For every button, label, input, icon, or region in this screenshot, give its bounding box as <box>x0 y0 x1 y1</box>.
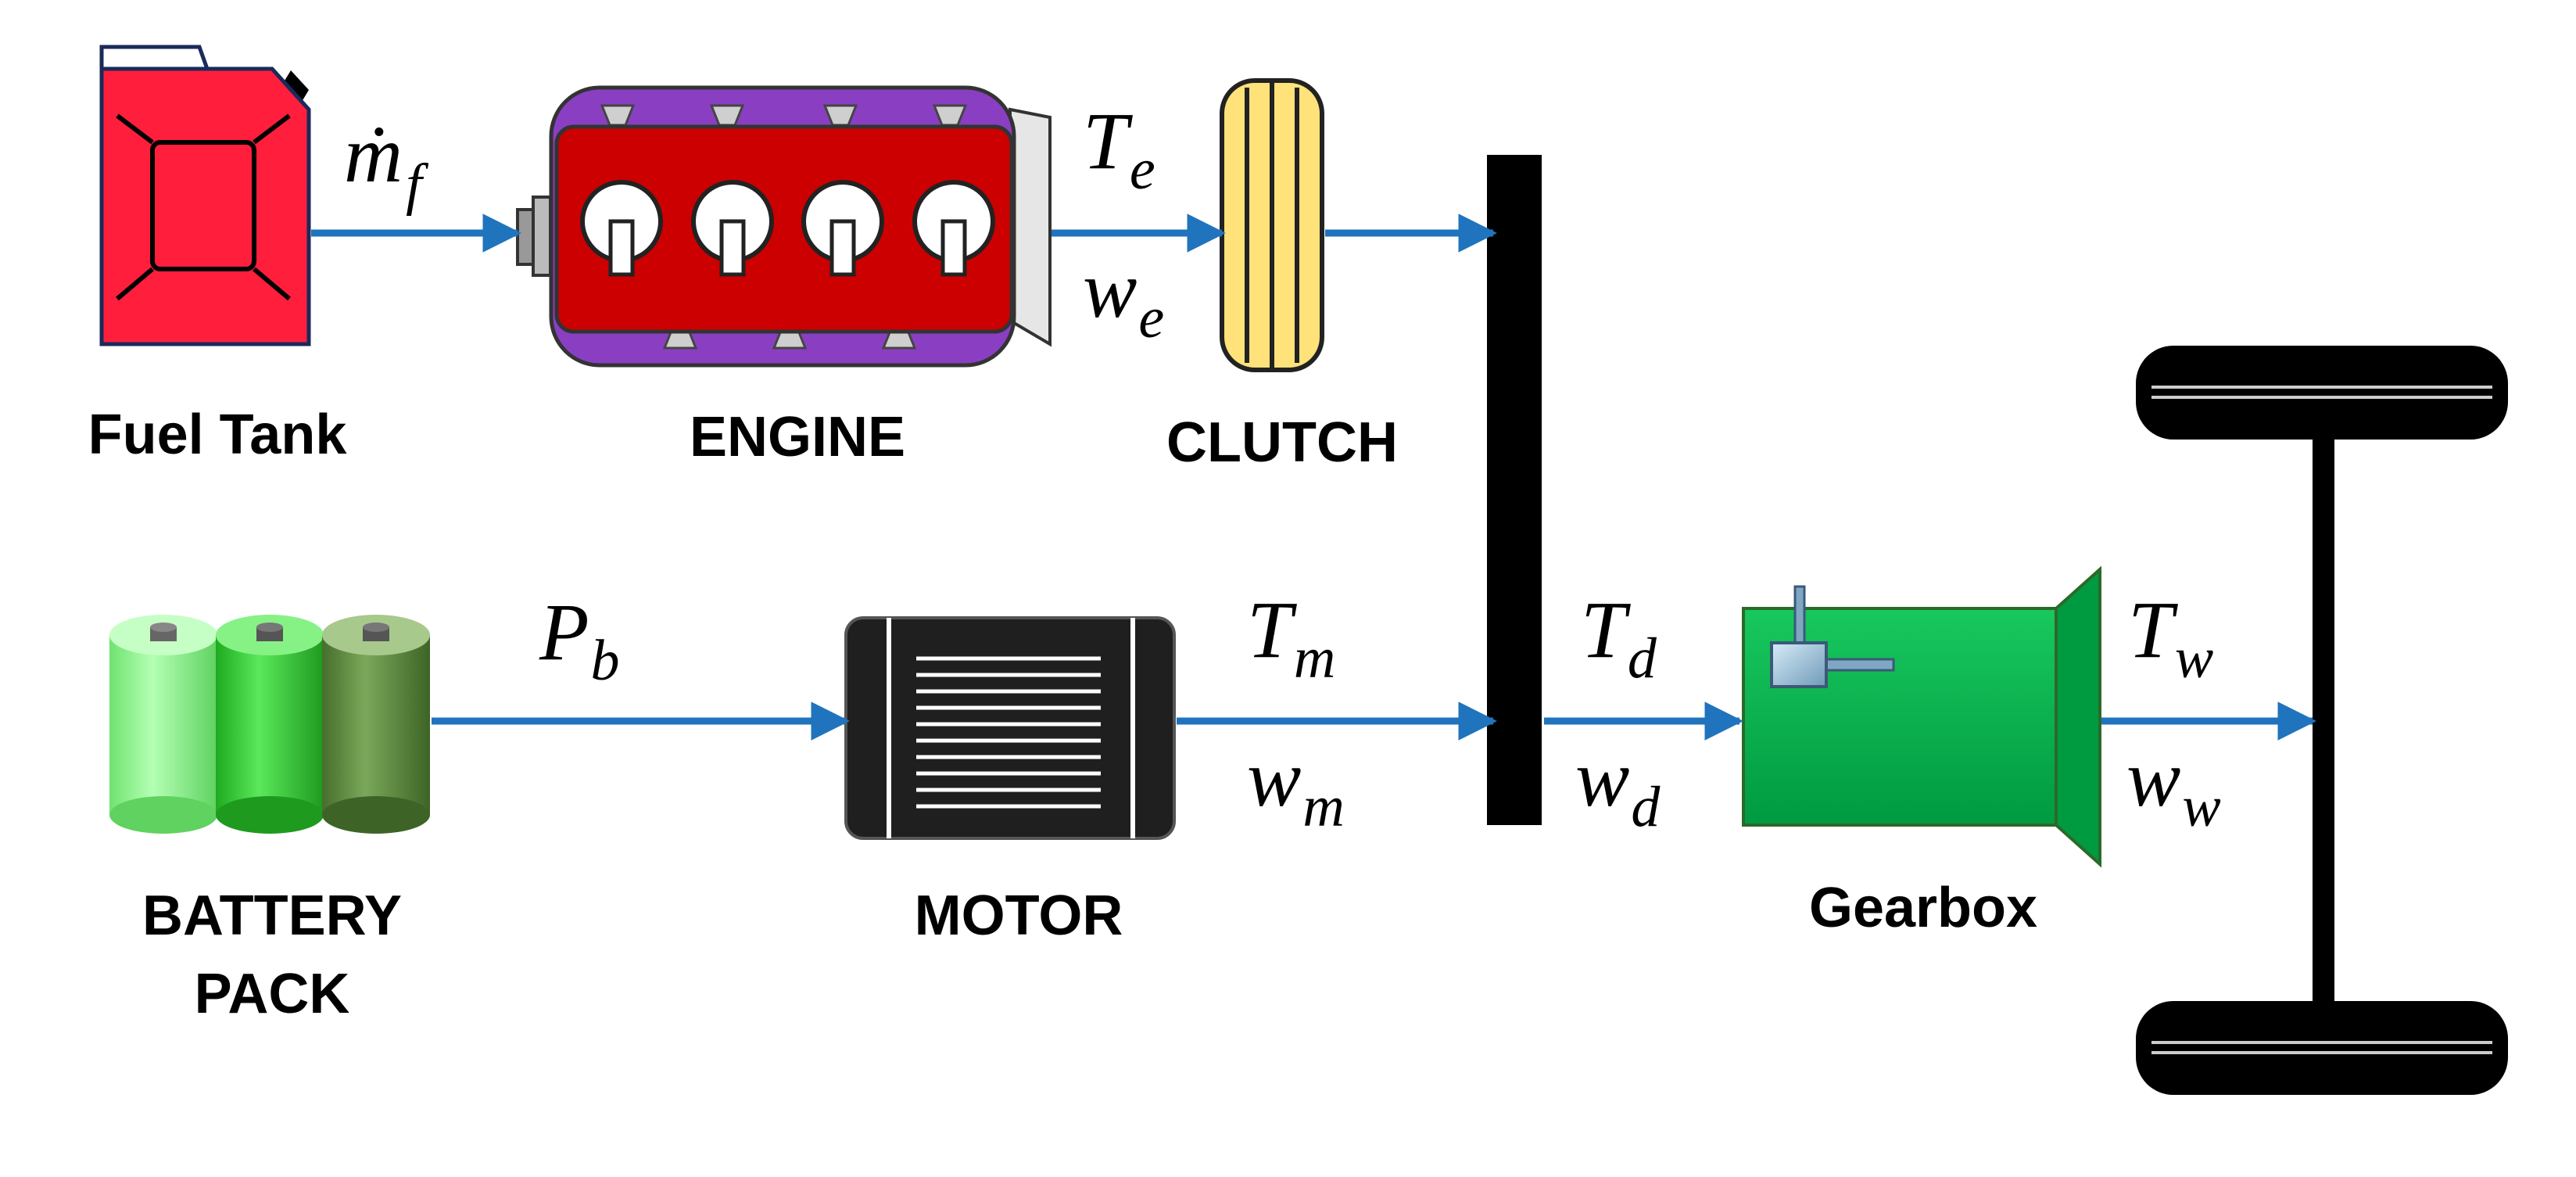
cylinder <box>580 180 663 277</box>
wheel-speed-label: ww <box>2126 734 2221 839</box>
coupling-shaft <box>1487 155 1542 825</box>
battery-power-label: Pb <box>539 587 620 693</box>
fuel-tank-label: Fuel Tank <box>88 404 348 466</box>
cylinder <box>801 180 884 277</box>
engine-torque-label: Te <box>1083 96 1155 202</box>
battery-cell <box>322 615 430 834</box>
battery-cell <box>109 615 217 834</box>
cylinder <box>691 180 774 277</box>
gearbox-icon <box>1742 565 2101 868</box>
battery-label-line1: BATTERY <box>142 885 402 947</box>
battery-pack-icon <box>109 615 430 834</box>
motor-torque-label: Tm <box>1247 585 1335 691</box>
motor-label: MOTOR <box>915 885 1123 947</box>
drive-torque-label: Td <box>1581 585 1657 691</box>
battery-cell <box>216 615 324 834</box>
engine-speed-label: we <box>1083 245 1164 350</box>
wheel-torque-label: Tw <box>2128 585 2213 691</box>
battery-label-line2: PACK <box>195 963 350 1025</box>
wheel <box>2136 1001 2508 1095</box>
gearbox-label: Gearbox <box>1809 877 2037 939</box>
fuel-tank-icon <box>99 45 311 346</box>
clutch-label: CLUTCH <box>1166 411 1398 474</box>
cylinder <box>912 180 995 277</box>
engine-label: ENGINE <box>690 406 905 468</box>
clutch-icon <box>1220 78 1324 372</box>
wheel <box>2136 346 2508 440</box>
motor-icon <box>844 616 1176 840</box>
motor-speed-label: wm <box>1247 734 1345 839</box>
wheel-axle-icon <box>2136 346 2508 1095</box>
fuel-rate-label: ṁf <box>344 109 429 217</box>
drive-speed-label: wd <box>1575 734 1661 839</box>
engine-icon <box>516 85 1052 368</box>
